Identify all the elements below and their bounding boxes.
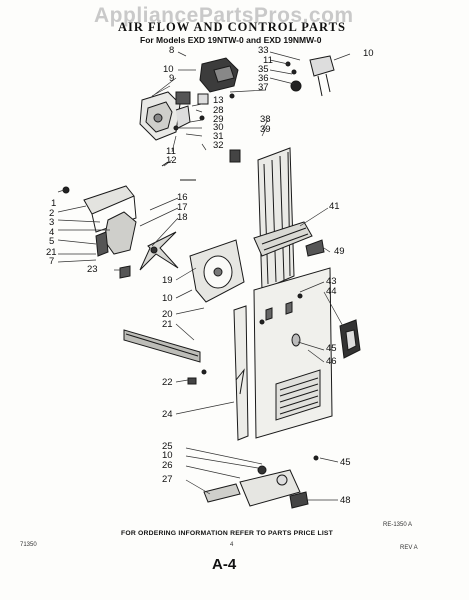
callout-10-right: 10 — [363, 48, 374, 59]
callout-22: 22 — [162, 377, 173, 388]
duct-cover-part — [233, 305, 249, 441]
callout-43: 43 — [326, 276, 337, 287]
callout-4: 4 — [49, 227, 55, 238]
callout-30: 30 — [213, 122, 224, 133]
callout-29: 29 — [213, 114, 224, 125]
left-code: 71350 — [20, 542, 37, 548]
callout-21-left: 21 — [46, 247, 57, 258]
callout-12: 12 — [166, 155, 177, 166]
gasket-strip-part — [123, 329, 207, 385]
callout-49: 49 — [334, 246, 345, 257]
watermark: AppliancePartsPros.com — [94, 4, 354, 27]
callout-46: 46 — [326, 356, 337, 367]
callout-45-bottom: 45 — [340, 457, 351, 468]
callout-16: 16 — [177, 192, 188, 203]
callout-5: 5 — [49, 236, 55, 247]
callout-27: 27 — [162, 474, 173, 485]
callout-11-mid: 11 — [166, 146, 176, 157]
callout-18: 18 — [177, 212, 188, 223]
baffle-grille-part — [253, 221, 313, 257]
temperature-control-part — [285, 55, 335, 97]
callout-10: 10 — [163, 64, 174, 75]
callout-28: 28 — [213, 105, 224, 116]
air-duct-part — [257, 147, 295, 291]
thermostat-housing-part — [175, 57, 239, 105]
callout-41: 41 — [329, 201, 340, 212]
ordering-note: FOR ORDERING INFORMATION REFER TO PARTS … — [121, 530, 334, 537]
callout-35: 35 — [258, 64, 269, 75]
diagram-subtitle: For Models EXD 19NTW-0 and EXD 19NMW-0 — [140, 35, 322, 45]
light-housing-part — [339, 319, 361, 359]
callout-38: 38 — [260, 114, 271, 125]
callout-48: 48 — [340, 495, 351, 506]
callout-13: 13 — [213, 95, 224, 106]
callout-24: 24 — [162, 409, 173, 420]
callout-17: 17 — [177, 202, 188, 213]
callout-39: 39 — [260, 124, 271, 135]
rear-panel-part — [253, 267, 333, 439]
page-number: A-4 — [212, 556, 237, 573]
evaporator-fan-base-part — [239, 455, 319, 509]
callout-20: 20 — [162, 309, 173, 320]
callout-25: 25 — [162, 441, 173, 452]
callout-36: 36 — [258, 73, 269, 84]
callout-10-lower: 10 — [162, 293, 173, 304]
callout-21: 21 — [162, 319, 173, 330]
callout-31: 31 — [213, 131, 224, 142]
fan-motor-part — [95, 211, 137, 257]
diagram-title: AIR FLOW AND CONTROL PARTS — [118, 20, 346, 34]
callout-23: 23 — [87, 264, 98, 275]
callout-26: 26 — [162, 460, 173, 471]
callout-45: 45 — [326, 343, 337, 354]
callout-2: 2 — [49, 208, 55, 219]
control-hardware-parts — [161, 93, 241, 181]
callout-19: 19 — [162, 275, 173, 286]
drawing-code: RE-1350 A — [383, 522, 413, 528]
fan-shroud-part — [189, 239, 245, 303]
callout-7: 7 — [49, 256, 55, 267]
leader-lines — [57, 51, 351, 501]
control-housing-part — [139, 91, 191, 141]
callout-8: 8 — [169, 45, 175, 56]
callout-3: 3 — [49, 217, 55, 228]
clip-part — [119, 265, 131, 279]
callout-11: 11 — [263, 55, 273, 66]
callout-1: 1 — [51, 198, 57, 209]
callout-32: 32 — [213, 140, 224, 151]
callout-9: 9 — [169, 73, 175, 84]
revision-code: REV A — [400, 545, 418, 551]
page-mark: 4 — [230, 542, 234, 548]
callout-33: 33 — [258, 45, 269, 56]
callout-44: 44 — [326, 286, 337, 297]
damper-part — [305, 239, 325, 257]
callout-37: 37 — [258, 82, 269, 93]
fan-blade-part — [139, 231, 179, 271]
drain-trough-part — [203, 483, 241, 503]
callout-10-bottom: 10 — [162, 450, 173, 461]
